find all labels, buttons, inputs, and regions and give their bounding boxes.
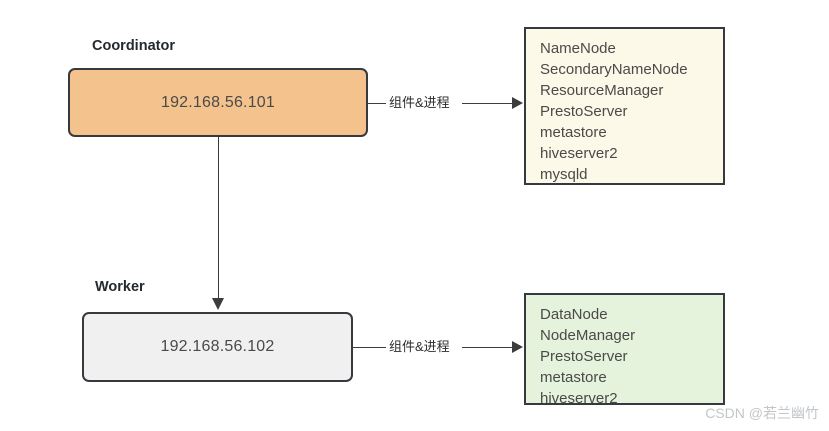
coordinator-ip-label: 192.168.56.101 [160, 93, 276, 111]
worker-edge-label: 组件&进程 [386, 339, 453, 354]
list-item: SecondaryNameNode [540, 61, 688, 78]
coordinator-node[interactable]: 192.168.56.101 [68, 68, 368, 137]
coordinator-to-worker-line [218, 137, 219, 300]
list-item: PrestoServer [540, 103, 628, 120]
coordinator-caption: Coordinator [92, 38, 175, 54]
list-item: hiveserver2 [540, 145, 618, 162]
list-item: NodeManager [540, 327, 636, 344]
worker-edge-line-left [353, 347, 386, 348]
worker-caption: Worker [95, 279, 145, 295]
coordinator-edge-line-left [368, 103, 400, 104]
coordinator-edge-label: 组件&进程 [386, 95, 453, 110]
worker-components-list: DataNode NodeManager PrestoServer metast… [524, 293, 725, 407]
coordinator-to-worker-arrowhead-icon [212, 298, 224, 310]
list-item: PrestoServer [540, 348, 628, 365]
list-item: hiveserver2 [540, 390, 618, 407]
list-item: DataNode [540, 306, 608, 323]
list-item: metastore [540, 124, 607, 141]
watermark: CSDN @若兰幽竹 [705, 405, 819, 421]
list-item: metastore [540, 369, 607, 386]
worker-edge-arrowhead-icon [512, 341, 523, 353]
coordinator-components-list: NameNode SecondaryNameNode ResourceManag… [524, 27, 725, 185]
list-item: NameNode [540, 40, 616, 57]
coordinator-edge-arrowhead-icon [512, 97, 523, 109]
list-item: ResourceManager [540, 82, 664, 99]
worker-node[interactable]: 192.168.56.102 [82, 312, 353, 382]
list-item: mysqld [540, 166, 588, 183]
coordinator-edge-line-right [462, 103, 512, 104]
worker-edge-line-right [462, 347, 512, 348]
worker-ip-label: 192.168.56.102 [160, 338, 275, 355]
